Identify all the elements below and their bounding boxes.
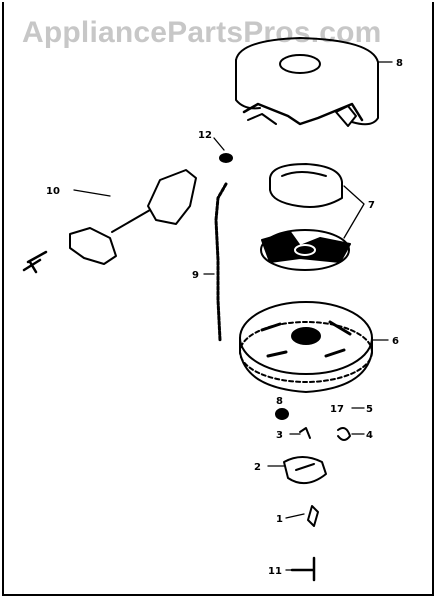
callout-10: 10	[46, 186, 60, 197]
callout-6: 6	[392, 336, 399, 347]
callout-5: 5	[366, 404, 373, 415]
callout-2: 2	[254, 462, 261, 473]
part-10-handle	[22, 169, 197, 274]
part-11-pin	[290, 556, 316, 582]
callout-8-lower: 8	[276, 396, 283, 407]
hardware-parts	[275, 408, 351, 485]
callout-3: 3	[276, 430, 283, 441]
callout-7: 7	[368, 200, 375, 211]
callout-1: 1	[276, 514, 283, 525]
page-frame	[2, 2, 434, 596]
callout-12: 12	[198, 130, 212, 141]
part-9-starter-rope	[214, 182, 228, 342]
callout-9: 9	[192, 270, 199, 281]
callout-8: 8	[396, 58, 403, 69]
callout-4: 4	[366, 430, 373, 441]
site-watermark: AppliancePartsPros.com	[22, 16, 382, 49]
callout-17: 17	[330, 404, 344, 415]
part-8-housing	[235, 37, 379, 127]
callout-11: 11	[268, 566, 282, 577]
leader-lines	[73, 61, 393, 571]
callout-labels: 8 7 9 6 10 12 8 17 5 3 4 2 1 11	[46, 58, 403, 577]
part-12-grommet	[219, 153, 233, 163]
part-1-pawl	[307, 505, 319, 527]
part-7-spring-assembly	[260, 163, 351, 271]
part-6-pulley	[239, 301, 373, 393]
